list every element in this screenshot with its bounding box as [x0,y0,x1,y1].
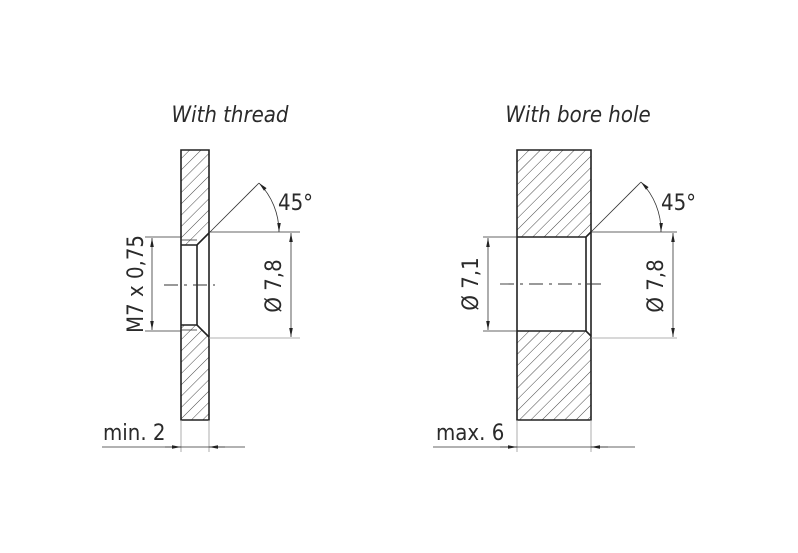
thickness-label: max. 6 [436,421,504,446]
view-with-bore-hole: With bore hole 45° Ø 7,1 Ø 7,8 max. 6 [433,103,696,452]
angle-arc [640,181,663,233]
upper-section-hatch [517,150,591,237]
view-title-with-bore-hole: With bore hole [505,103,650,128]
angle-arc [258,182,281,233]
lower-section-hatch [181,325,209,420]
angle-label: 45° [661,191,696,216]
view-title-with-thread: With thread [172,103,289,128]
lower-section-hatch [517,331,591,420]
chamfer-diameter-label: Ø 7,8 [262,259,287,312]
bore-diameter-label: Ø 7,1 [459,257,484,310]
thickness-label: min. 2 [103,421,166,446]
angle-label: 45° [278,191,313,216]
view-with-thread: With thread 45° M7 x 0,75 Ø 7,8 [102,103,313,452]
chamfer-diameter-label: Ø 7,8 [644,259,669,312]
thread-dimension-label: M7 x 0,75 [124,235,149,333]
upper-section-hatch [181,150,209,245]
